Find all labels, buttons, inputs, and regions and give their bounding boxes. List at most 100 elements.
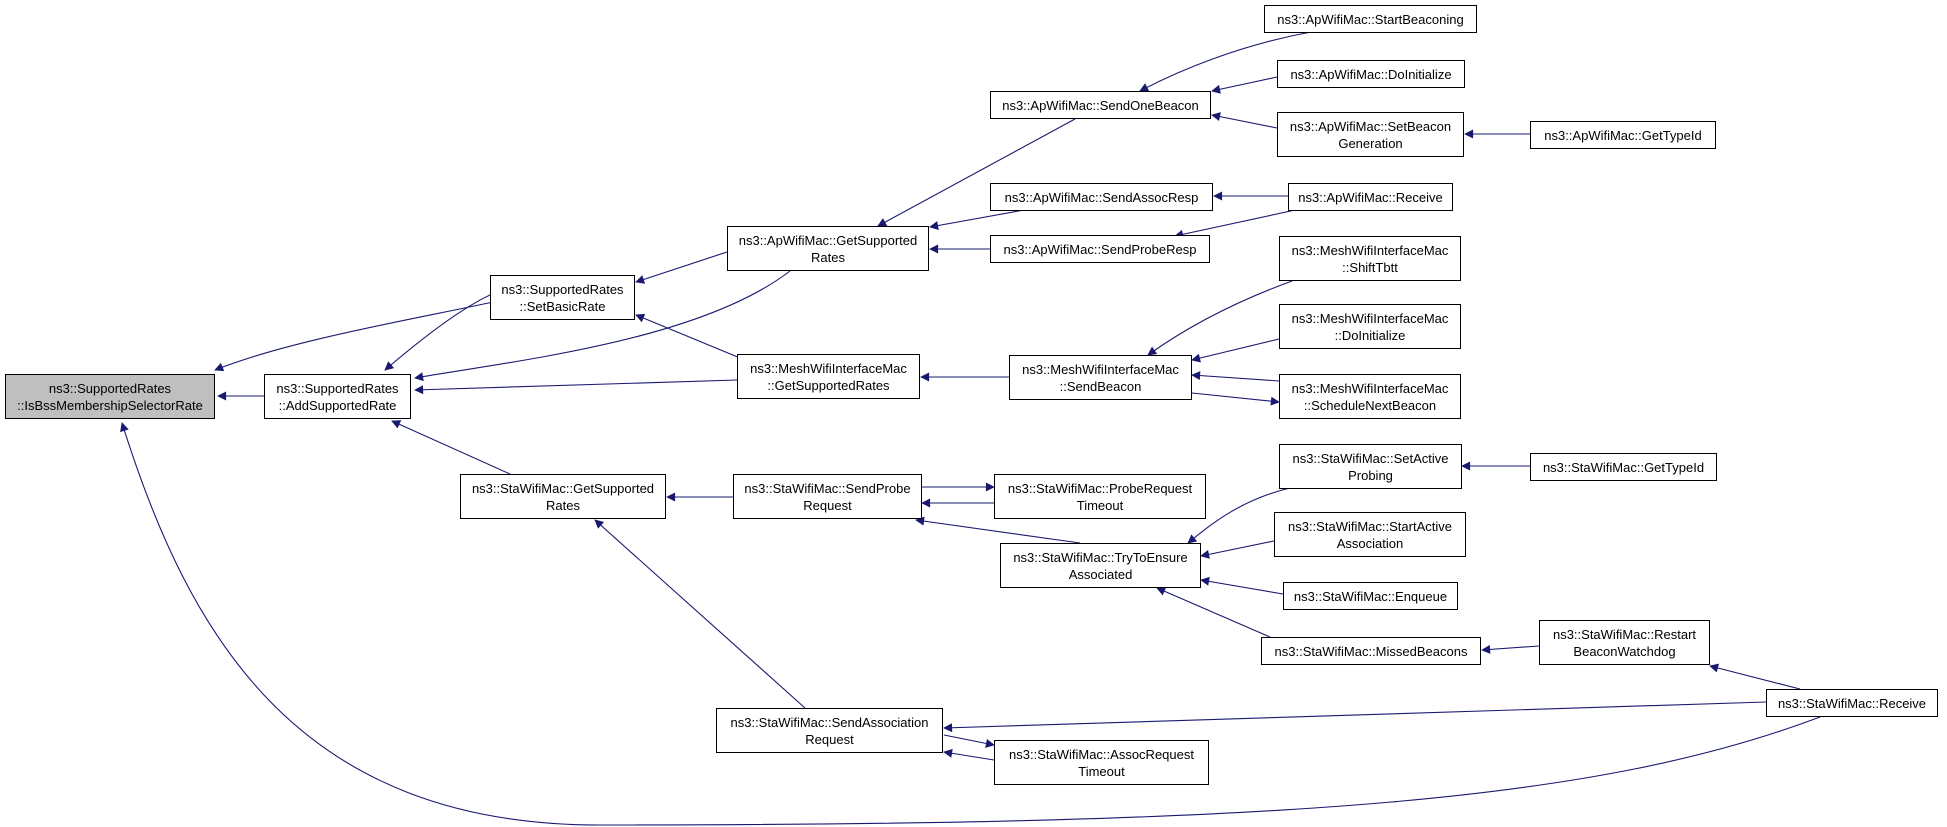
edge-caller-restart-watchdog-to-missed-beacons bbox=[1481, 644, 1540, 654]
node-label-line: ns3::StaWifiMac::Restart bbox=[1552, 626, 1697, 642]
edge-caller-set-active-probing-to-try-to-ensure bbox=[1187, 487, 1291, 544]
edge-caller-missed-beacons-to-try-to-ensure bbox=[1156, 587, 1271, 638]
node-sta-try-to-ensure-associated[interactable]: ns3::StaWifiMac::TryToEnsure Associated bbox=[1000, 543, 1201, 588]
node-mesh-schedule-next-beacon[interactable]: ns3::MeshWifiInterfaceMac ::ScheduleNext… bbox=[1279, 374, 1461, 419]
node-label-line: ns3::ApWifiMac::Receive bbox=[1298, 189, 1443, 205]
node-label-line: ::ScheduleNextBeacon bbox=[1303, 397, 1437, 413]
node-sta-send-probe-request[interactable]: ns3::StaWifiMac::SendProbe Request bbox=[733, 474, 922, 519]
node-label-line: ns3::StaWifiMac::SetActive bbox=[1292, 450, 1449, 466]
node-label-line: ns3::ApWifiMac::GetTypeId bbox=[1544, 127, 1702, 143]
node-label-line: ns3::ApWifiMac::SetBeacon bbox=[1289, 118, 1452, 134]
node-label-line: ns3::ApWifiMac::SendProbeResp bbox=[1003, 241, 1197, 257]
node-ap-send-assoc-resp[interactable]: ns3::ApWifiMac::SendAssocResp bbox=[990, 183, 1213, 211]
node-label-line: ns3::MeshWifiInterfaceMac bbox=[1291, 380, 1449, 396]
edge-caller-mesh-get-supported-to-add-supported bbox=[414, 379, 738, 395]
node-label-line: ns3::StaWifiMac::Receive bbox=[1777, 695, 1927, 711]
node-ap-get-type-id[interactable]: ns3::ApWifiMac::GetTypeId bbox=[1530, 121, 1716, 149]
node-sta-set-active-probing[interactable]: ns3::StaWifiMac::SetActive Probing bbox=[1279, 444, 1462, 489]
edge-caller-mesh-get-supported-to-set-basic bbox=[635, 313, 758, 366]
node-sta-enqueue[interactable]: ns3::StaWifiMac::Enqueue bbox=[1283, 582, 1458, 610]
node-label-line: Timeout bbox=[1078, 763, 1125, 779]
node-sta-start-active-association[interactable]: ns3::StaWifiMac::StartActive Association bbox=[1274, 512, 1466, 557]
edge-caller-send-association-to-assoc-request-timeout bbox=[943, 734, 995, 748]
edge-caller-send-one-beacon-to-ap-get-supported bbox=[877, 118, 1076, 227]
node-label-line: ns3::ApWifiMac::SendOneBeacon bbox=[1002, 97, 1199, 113]
node-sta-receive[interactable]: ns3::StaWifiMac::Receive bbox=[1766, 689, 1938, 717]
node-ap-send-probe-resp[interactable]: ns3::ApWifiMac::SendProbeResp bbox=[990, 235, 1210, 263]
node-label-line: Request bbox=[805, 731, 854, 747]
node-add-supported-rate[interactable]: ns3::SupportedRates ::AddSupportedRate bbox=[264, 374, 411, 419]
node-label-line: Generation bbox=[1338, 135, 1403, 151]
edge-caller-send-assoc-resp-to-ap-get-supported bbox=[929, 207, 1036, 230]
node-label-line: ::AddSupportedRate bbox=[278, 397, 397, 413]
node-label-line: ns3::ApWifiMac::GetSupported bbox=[738, 232, 918, 248]
edge-caller-start-active-association-to-try-to-ensure bbox=[1200, 540, 1275, 559]
edge-caller-ap-get-supported-to-set-basic bbox=[635, 251, 728, 284]
node-label-line: ns3::StaWifiMac::SendAssociation bbox=[730, 714, 929, 730]
node-label-line: ns3::MeshWifiInterfaceMac bbox=[1291, 242, 1449, 258]
node-label-line: ns3::StaWifiMac::Enqueue bbox=[1293, 588, 1448, 604]
node-label-line: ::SetBasicRate bbox=[519, 298, 606, 314]
node-sta-get-supported-rates[interactable]: ns3::StaWifiMac::GetSupported Rates bbox=[460, 474, 666, 519]
node-sta-get-type-id[interactable]: ns3::StaWifiMac::GetTypeId bbox=[1530, 453, 1717, 481]
node-ap-send-one-beacon[interactable]: ns3::ApWifiMac::SendOneBeacon bbox=[990, 91, 1211, 119]
node-label-line: Probing bbox=[1348, 467, 1393, 483]
node-ap-get-supported-rates[interactable]: ns3::ApWifiMac::GetSupported Rates bbox=[727, 226, 929, 271]
node-label-line: ns3::SupportedRates bbox=[501, 281, 624, 297]
edge-caller-sta-get-supported-to-add-supported bbox=[391, 420, 511, 475]
edge-caller-do-initialize-to-mesh-send-beacon bbox=[1191, 338, 1280, 363]
node-label-line: ns3::ApWifiMac::StartBeaconing bbox=[1277, 11, 1464, 27]
node-ap-start-beaconing[interactable]: ns3::ApWifiMac::StartBeaconing bbox=[1264, 5, 1477, 33]
node-mesh-shift-tbtt[interactable]: ns3::MeshWifiInterfaceMac ::ShiftTbtt bbox=[1279, 236, 1461, 281]
node-mesh-do-initialize[interactable]: ns3::MeshWifiInterfaceMac ::DoInitialize bbox=[1279, 304, 1461, 349]
node-label-line: ns3::StaWifiMac::GetTypeId bbox=[1542, 459, 1705, 475]
node-label-line: ns3::StaWifiMac::TryToEnsure bbox=[1013, 549, 1188, 565]
node-ap-do-initialize[interactable]: ns3::ApWifiMac::DoInitialize bbox=[1277, 60, 1465, 88]
edge-caller-mesh-send-beacon-to-schedule-next-beacon bbox=[1191, 392, 1280, 406]
node-set-basic-rate[interactable]: ns3::SupportedRates ::SetBasicRate bbox=[490, 275, 635, 320]
edge-caller-sta-receive-to-is-bss bbox=[120, 422, 1821, 826]
node-label-line: Timeout bbox=[1076, 497, 1124, 513]
node-sta-probe-request-timeout[interactable]: ns3::StaWifiMac::ProbeRequest Timeout bbox=[994, 474, 1206, 519]
node-is-bss-membership-selector-rate: ns3::SupportedRates ::IsBssMembershipSel… bbox=[5, 374, 215, 419]
node-label-line: ns3::SupportedRates bbox=[48, 380, 172, 396]
edge-caller-schedule-next-beacon-to-mesh-send-beacon bbox=[1191, 371, 1280, 382]
node-label-line: ns3::MeshWifiInterfaceMac bbox=[1022, 361, 1179, 377]
node-label-line: ns3::SupportedRates bbox=[276, 380, 399, 396]
node-label-line: ns3::ApWifiMac::SendAssocResp bbox=[1004, 189, 1199, 205]
edge-caller-enqueue-to-try-to-ensure bbox=[1200, 576, 1284, 595]
node-label-line: ::DoInitialize bbox=[1334, 327, 1406, 343]
node-sta-restart-beacon-watchdog[interactable]: ns3::StaWifiMac::Restart BeaconWatchdog bbox=[1539, 620, 1710, 665]
edge-caller-set-basic-to-is-bss bbox=[214, 301, 494, 372]
node-ap-receive[interactable]: ns3::ApWifiMac::Receive bbox=[1288, 183, 1453, 211]
node-label-line: ns3::StaWifiMac::StartActive bbox=[1288, 518, 1452, 534]
node-label-line: ns3::StaWifiMac::MissedBeacons bbox=[1274, 643, 1468, 659]
node-mesh-send-beacon[interactable]: ns3::MeshWifiInterfaceMac ::SendBeacon bbox=[1009, 355, 1192, 400]
node-mesh-get-supported-rates[interactable]: ns3::MeshWifiInterfaceMac ::GetSupported… bbox=[737, 354, 920, 399]
node-sta-missed-beacons[interactable]: ns3::StaWifiMac::MissedBeacons bbox=[1261, 637, 1481, 665]
node-label-line: Association bbox=[1336, 535, 1404, 551]
edge-caller-ap-get-supported-to-add-supported bbox=[414, 270, 791, 382]
edge-caller-ap-receive-to-send-probe-resp bbox=[1174, 208, 1301, 239]
node-label-line: ns3::StaWifiMac::ProbeRequest bbox=[1007, 480, 1193, 496]
node-ap-set-beacon-generation[interactable]: ns3::ApWifiMac::SetBeacon Generation bbox=[1277, 112, 1464, 157]
node-label-line: BeaconWatchdog bbox=[1573, 643, 1676, 659]
node-label-line: ns3::ApWifiMac::DoInitialize bbox=[1290, 66, 1452, 82]
edge-caller-start-beaconing-to-send-one-beacon bbox=[1139, 31, 1312, 92]
node-label-line: ns3::StaWifiMac::SendProbe bbox=[744, 480, 911, 496]
edge-caller-sta-send-association-to-sta-get-supported bbox=[594, 519, 806, 709]
node-label-line: ns3::StaWifiMac::GetSupported bbox=[471, 480, 655, 496]
edge-caller-sta-receive-to-restart-watchdog bbox=[1709, 663, 1801, 690]
node-label-line: ns3::MeshWifiInterfaceMac bbox=[1291, 310, 1449, 326]
node-label-line: Rates bbox=[811, 249, 845, 265]
edge-caller-do-initialize-to-send-one-beacon bbox=[1211, 76, 1278, 94]
node-sta-assoc-request-timeout[interactable]: ns3::StaWifiMac::AssocRequest Timeout bbox=[994, 740, 1209, 785]
edge-caller-shift-tbtt-to-mesh-send-beacon bbox=[1147, 280, 1293, 356]
node-label-line: ns3::MeshWifiInterfaceMac bbox=[750, 360, 907, 376]
edge-caller-set-beacon-generation-to-send-one-beacon bbox=[1211, 112, 1278, 129]
node-label-line: ::SendBeacon bbox=[1059, 378, 1142, 394]
node-label-line: ::GetSupportedRates bbox=[767, 377, 890, 393]
node-label-line: Request bbox=[803, 497, 852, 513]
node-sta-send-association-request[interactable]: ns3::StaWifiMac::SendAssociation Request bbox=[716, 708, 943, 753]
node-label-line: ns3::StaWifiMac::AssocRequest bbox=[1009, 746, 1194, 762]
